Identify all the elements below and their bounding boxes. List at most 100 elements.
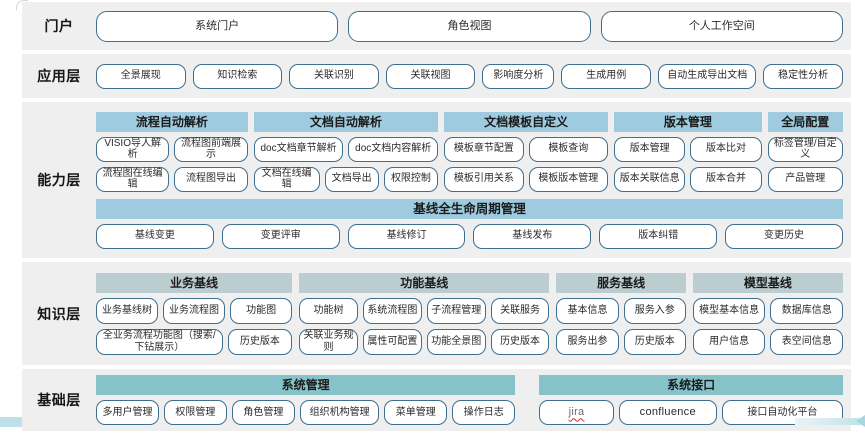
cap-item-template-query[interactable]: 模板查询 [528,136,609,162]
know-item-history-version-business[interactable]: 历史版本 [227,328,293,355]
lifecycle-item-2[interactable]: 基线修订 [347,223,466,249]
app-item-2[interactable]: 关联识别 [289,63,379,89]
knowledge-group-model-baseline: 模型基线 模型基本信息 数据库信息 用户信息 表空间信息 [692,272,844,355]
know-item-configurable-attributes[interactable]: 属性可配置 [362,328,422,355]
know-item-function-tree[interactable]: 功能树 [299,297,358,324]
app-item-3[interactable]: 关联视图 [385,63,476,89]
cap-item-flowchart-online-edit[interactable]: 流程图在线编辑 [96,166,170,192]
lifecycle-item-3[interactable]: 基线发布 [473,223,592,249]
portal-item-0[interactable]: 系统门户 [96,10,339,42]
know-item-system-flowchart[interactable]: 系统流程图 [362,297,422,324]
cap-item-doc-online-edit[interactable]: 文档在线编辑 [253,166,320,192]
know-item-service-output-params[interactable]: 服务出参 [556,328,619,355]
cap-item-permission-control[interactable]: 权限控制 [383,166,439,192]
group-header-system-management: 系统管理 [96,375,516,395]
cap-item-visio-import[interactable]: VISIO导人解析 [96,136,170,162]
left-edge-decoration [0,417,22,427]
group-header-version-mgmt: 版本管理 [614,111,762,132]
know-item-database-info[interactable]: 数据库信息 [770,297,844,324]
base-group-system-interface: 系统接口 jira confluence 接口自动化平台 [539,375,843,425]
knowledge-group-columns: 业务基线 业务基线树 业务流程图 功能图 全业务流程功能图（搜索/下钻展示） 历… [96,272,844,355]
lifecycle-item-5[interactable]: 变更历史 [725,223,843,249]
application-button-list: 全景展现 知识检索 关联识别 关联视图 影响度分析 生成用例 自动生成导出文档 … [96,63,843,89]
cap-item-template-version-mgmt[interactable]: 模板版本管理 [528,166,609,192]
layer-body-knowledge: 业务基线 业务基线树 业务流程图 功能图 全业务流程功能图（搜索/下钻展示） 历… [96,272,851,355]
app-item-4[interactable]: 影响度分析 [482,63,555,89]
base-item-confluence[interactable]: confluence [618,400,717,425]
group-header-doc-template: 文档模板自定义 [444,111,609,132]
knowledge-row: 模型基本信息 数据库信息 [692,297,844,324]
layer-label-base: 基础层 [37,392,81,408]
knowledge-row: 基本信息 服务入参 [556,297,686,324]
cap-item-flowchart-frontend[interactable]: 流程图前端展示 [174,136,248,162]
portal-button-list: 系统门户 角色视图 个人工作空间 [96,10,843,42]
lifecycle-item-1[interactable]: 变更评审 [221,223,340,249]
know-item-model-basic-info[interactable]: 模型基本信息 [692,297,766,324]
base-item-multi-user-mgmt[interactable]: 多用户管理 [96,400,159,425]
capability-row: VISIO导人解析 流程图前端展示 [96,136,248,162]
group-header-system-interface: 系统接口 [539,375,843,395]
app-item-1[interactable]: 知识检索 [192,63,283,89]
know-item-subprocess-mgmt[interactable]: 子流程管理 [426,297,486,324]
lifecycle-item-0[interactable]: 基线变更 [96,223,214,249]
cap-item-version-compare[interactable]: 版本比对 [690,136,762,162]
base-group-system-management: 系统管理 多用户管理 权限管理 角色管理 组织机构管理 菜单管理 操作日志 [96,375,516,425]
base-row: jira confluence 接口自动化平台 [539,400,843,425]
capability-row: 文档在线编辑 文档导出 权限控制 [253,166,439,192]
cap-item-doc-export[interactable]: 文档导出 [324,166,379,192]
know-item-service-basic-info[interactable]: 基本信息 [556,297,619,324]
cap-item-template-chapter-config[interactable]: 模板章节配置 [444,136,524,162]
corner-decoration [16,0,28,10]
layer-label-application: 应用层 [37,68,81,84]
cap-item-product-management[interactable]: 产品管理 [767,166,844,192]
capability-group-columns: 流程自动解析 VISIO导人解析 流程图前端展示 流程图在线编辑 流程图导出 文… [96,111,844,192]
app-item-6[interactable]: 自动生成导出文档 [658,63,757,89]
know-item-related-business-rules[interactable]: 关联业务规则 [299,328,358,355]
base-item-org-structure-mgmt[interactable]: 组织机构管理 [299,400,380,425]
portal-item-1[interactable]: 角色视图 [348,10,591,42]
capability-row: doc文档章节解析 doc文档内容解析 [253,136,439,162]
know-item-all-business-flow-function-chart[interactable]: 全业务流程功能图（搜索/下钻展示） [96,328,223,355]
app-item-0[interactable]: 全景展现 [96,63,186,89]
base-item-jira[interactable]: jira [539,400,614,425]
group-header-service-baseline: 服务基线 [556,272,686,293]
capability-row: 产品管理 [767,166,844,192]
group-header-doc-parse: 文档自动解析 [253,111,439,132]
lifecycle-item-4[interactable]: 版本纠错 [599,223,718,249]
cap-item-version-relation[interactable]: 版本关联信息 [614,166,686,192]
know-item-history-version-function[interactable]: 历史版本 [490,328,550,355]
know-item-business-flowchart[interactable]: 业务流程图 [163,297,226,324]
app-item-5[interactable]: 生成用例 [561,63,652,89]
right-arrow-decoration [795,415,865,427]
know-item-tablespace-info[interactable]: 表空间信息 [770,328,844,355]
layer-label-knowledge: 知识层 [37,305,81,322]
base-item-role-mgmt[interactable]: 角色管理 [231,400,295,425]
app-item-7[interactable]: 稳定性分析 [763,63,843,89]
layer-row-knowledge: 知识层 业务基线 业务基线树 业务流程图 功能图 全业务流程功能图（搜索/下钻展… [22,262,851,365]
cap-item-doc-chapter-parse[interactable]: doc文档章节解析 [253,136,344,162]
base-item-operation-log[interactable]: 操作日志 [452,400,516,425]
know-item-related-services[interactable]: 关联服务 [490,297,550,324]
base-item-menu-mgmt[interactable]: 菜单管理 [384,400,448,425]
know-item-function-chart[interactable]: 功能图 [230,297,293,324]
layer-row-portal: 门户 系统门户 角色视图 个人工作空间 [22,2,851,50]
know-item-history-version-service[interactable]: 历史版本 [623,328,686,355]
cap-item-flowchart-export[interactable]: 流程图导出 [174,166,248,192]
capability-row: 标签管理/自定义 [767,136,844,162]
cap-item-version-manage[interactable]: 版本管理 [614,136,686,162]
cap-item-version-merge[interactable]: 版本合并 [690,166,762,192]
know-item-function-panorama[interactable]: 功能全景图 [426,328,486,355]
group-header-function-baseline: 功能基线 [299,272,550,293]
cap-item-template-reference[interactable]: 模板引用关系 [444,166,524,192]
know-item-service-input-params[interactable]: 服务入参 [623,297,686,324]
know-item-user-info[interactable]: 用户信息 [692,328,766,355]
knowledge-row: 服务出参 历史版本 [556,328,686,355]
base-item-permission-mgmt[interactable]: 权限管理 [163,400,227,425]
group-header-model-baseline: 模型基线 [692,272,843,293]
cap-item-tag-management[interactable]: 标签管理/自定义 [767,136,844,162]
knowledge-group-function-baseline: 功能基线 功能树 系统流程图 子流程管理 关联服务 关联业务规则 属性可配置 功… [299,272,550,355]
know-item-business-baseline-tree[interactable]: 业务基线树 [96,297,159,324]
lifecycle-row: 基线变更 变更评审 基线修订 基线发布 版本纠错 变更历史 [96,223,843,249]
portal-item-2[interactable]: 个人工作空间 [600,10,843,42]
cap-item-doc-content-parse[interactable]: doc文档内容解析 [348,136,439,162]
